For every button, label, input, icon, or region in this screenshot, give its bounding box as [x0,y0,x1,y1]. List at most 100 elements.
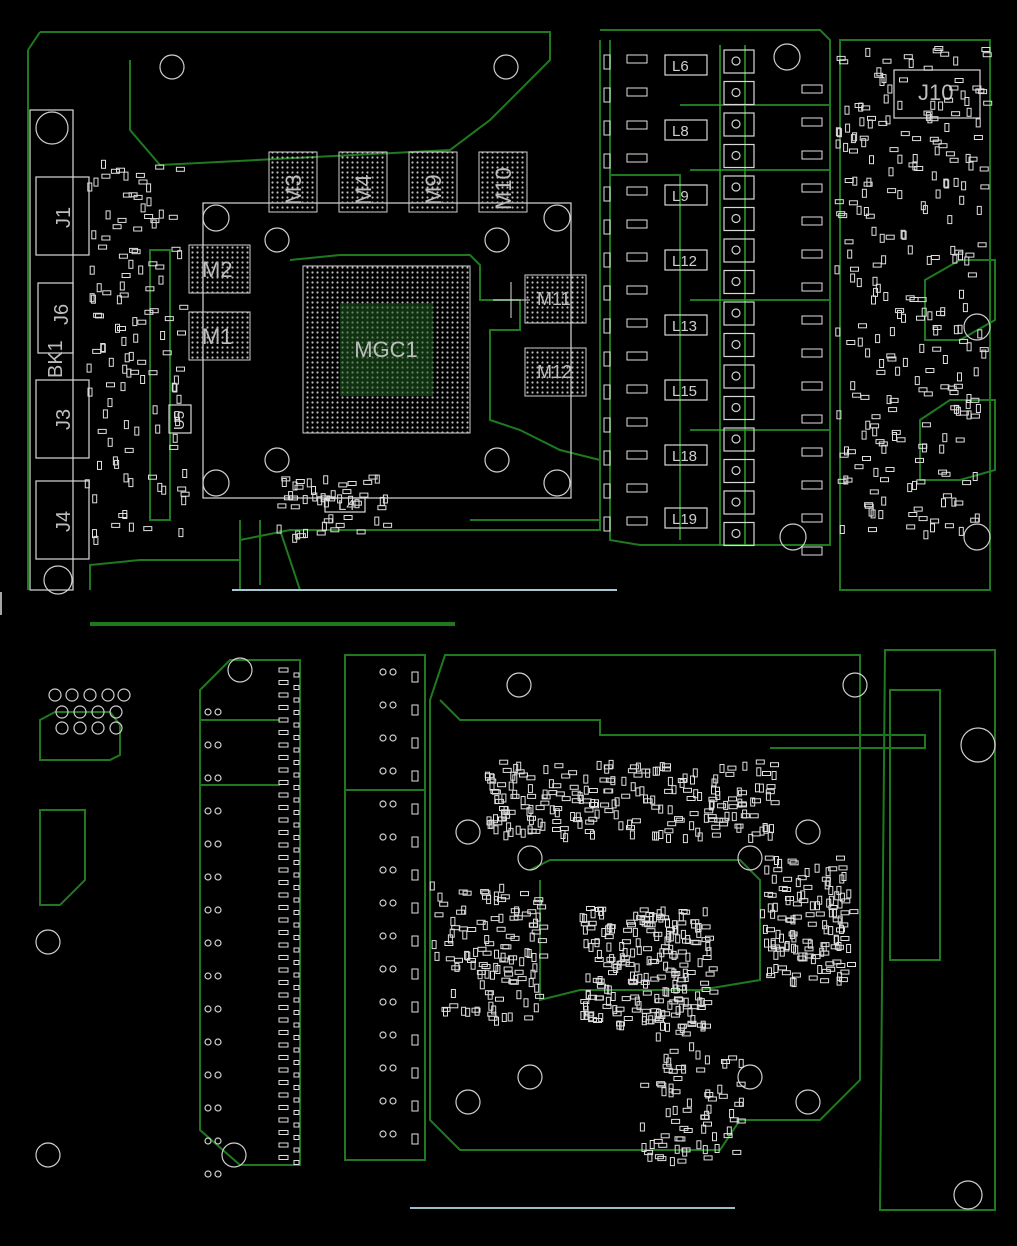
smd-pad [497,782,507,788]
smd-pad [508,781,514,791]
smd-pad [174,411,180,421]
smd-pad [635,938,641,948]
smd-pad [808,975,818,981]
resistor [603,450,611,466]
smd-pad [158,275,164,285]
smd-pad [633,772,643,778]
resistor [603,219,611,235]
smd-pad [523,998,529,1008]
smd-pad [92,529,97,539]
smd-pad [803,884,813,890]
smd-pad [496,926,506,932]
smd-pad [590,799,596,808]
smd-pad [875,439,885,445]
smd-pad [981,349,987,359]
smd-pad [797,875,807,881]
smd-pad [443,1007,448,1017]
top-layer: MGC1 M3 M4 M9 M10 M2 M1 M11 M12 J1 J6 BK… [0,29,996,615]
smd-pad [583,939,589,949]
memory-m2: M2 [188,244,251,294]
smd-pad [348,495,354,505]
smd-pad [145,286,155,292]
smd-pad [719,821,729,827]
smd-pad [679,778,685,788]
smd-pad [534,897,544,903]
smd-pad [815,911,825,917]
memory-m9: M9 [408,151,458,213]
smd-pad [527,909,537,915]
smd-pad [114,459,120,469]
smd-pad [839,59,849,65]
smd-pad [634,996,640,1006]
smd-pad [434,912,444,918]
smd-pad [968,161,974,171]
smd-pad [895,308,905,314]
smd-pad [840,910,850,916]
smd-pad [709,799,715,809]
smd-pad [661,766,671,772]
smd-pad [293,1110,300,1115]
smd-pad [826,966,836,972]
smd-pad [626,919,636,925]
smd-pad [678,909,688,914]
smd-pad [887,84,893,94]
smd-pad [912,480,917,490]
smd-pad [503,806,509,816]
smd-pad [498,816,507,822]
smd-pad [660,1133,670,1139]
smd-pad [561,796,571,802]
smd-pad [872,276,878,286]
smd-pad [686,1098,692,1108]
smd-pad [685,952,691,962]
smd-pad [697,958,703,968]
smd-pad [804,953,814,959]
smd-pad [950,245,956,255]
smd-pad [847,962,856,967]
smd-pad [658,913,664,923]
smd-pad [278,1142,289,1148]
smd-pad [897,100,903,110]
smd-pad [585,819,595,825]
smd-pad [705,935,714,941]
smd-pad [701,987,711,992]
smd-pad [945,151,955,157]
smd-pad [770,800,780,806]
smd-pad [293,1147,300,1153]
smd-pad [711,785,716,795]
smd-pad [664,828,674,834]
smd-pad [868,527,877,533]
resistor [603,417,611,433]
smd-pad [704,1092,714,1097]
smd-pad [606,985,612,995]
smd-pad [653,931,663,937]
smd-pad [588,1012,594,1022]
smd-pad [621,776,627,786]
power-stage [723,458,755,484]
smd-pad [500,952,506,962]
smd-pad [879,233,885,243]
smd-pad [883,292,889,301]
smd-pad [278,805,289,810]
smd-pad [590,939,600,945]
smd-pad [814,863,820,873]
smd-pad [941,498,946,508]
capacitor [626,252,648,262]
smd-pad [668,1068,678,1074]
smd-pad [102,290,112,296]
smd-pad [777,858,783,868]
smd-pad [627,819,633,829]
smd-pad [770,939,776,949]
smd-pad [840,969,850,975]
smd-pad [938,143,948,149]
smd-pad [489,819,495,829]
smd-pad [619,942,625,951]
smd-pad [942,355,948,364]
smd-pad [122,192,132,198]
smd-pad [668,944,674,954]
smd-pad [87,182,93,192]
smd-pad [635,762,641,772]
smd-pad [603,764,613,770]
smd-pad [643,798,653,804]
smd-pad [926,255,932,265]
smd-pad [798,952,804,962]
